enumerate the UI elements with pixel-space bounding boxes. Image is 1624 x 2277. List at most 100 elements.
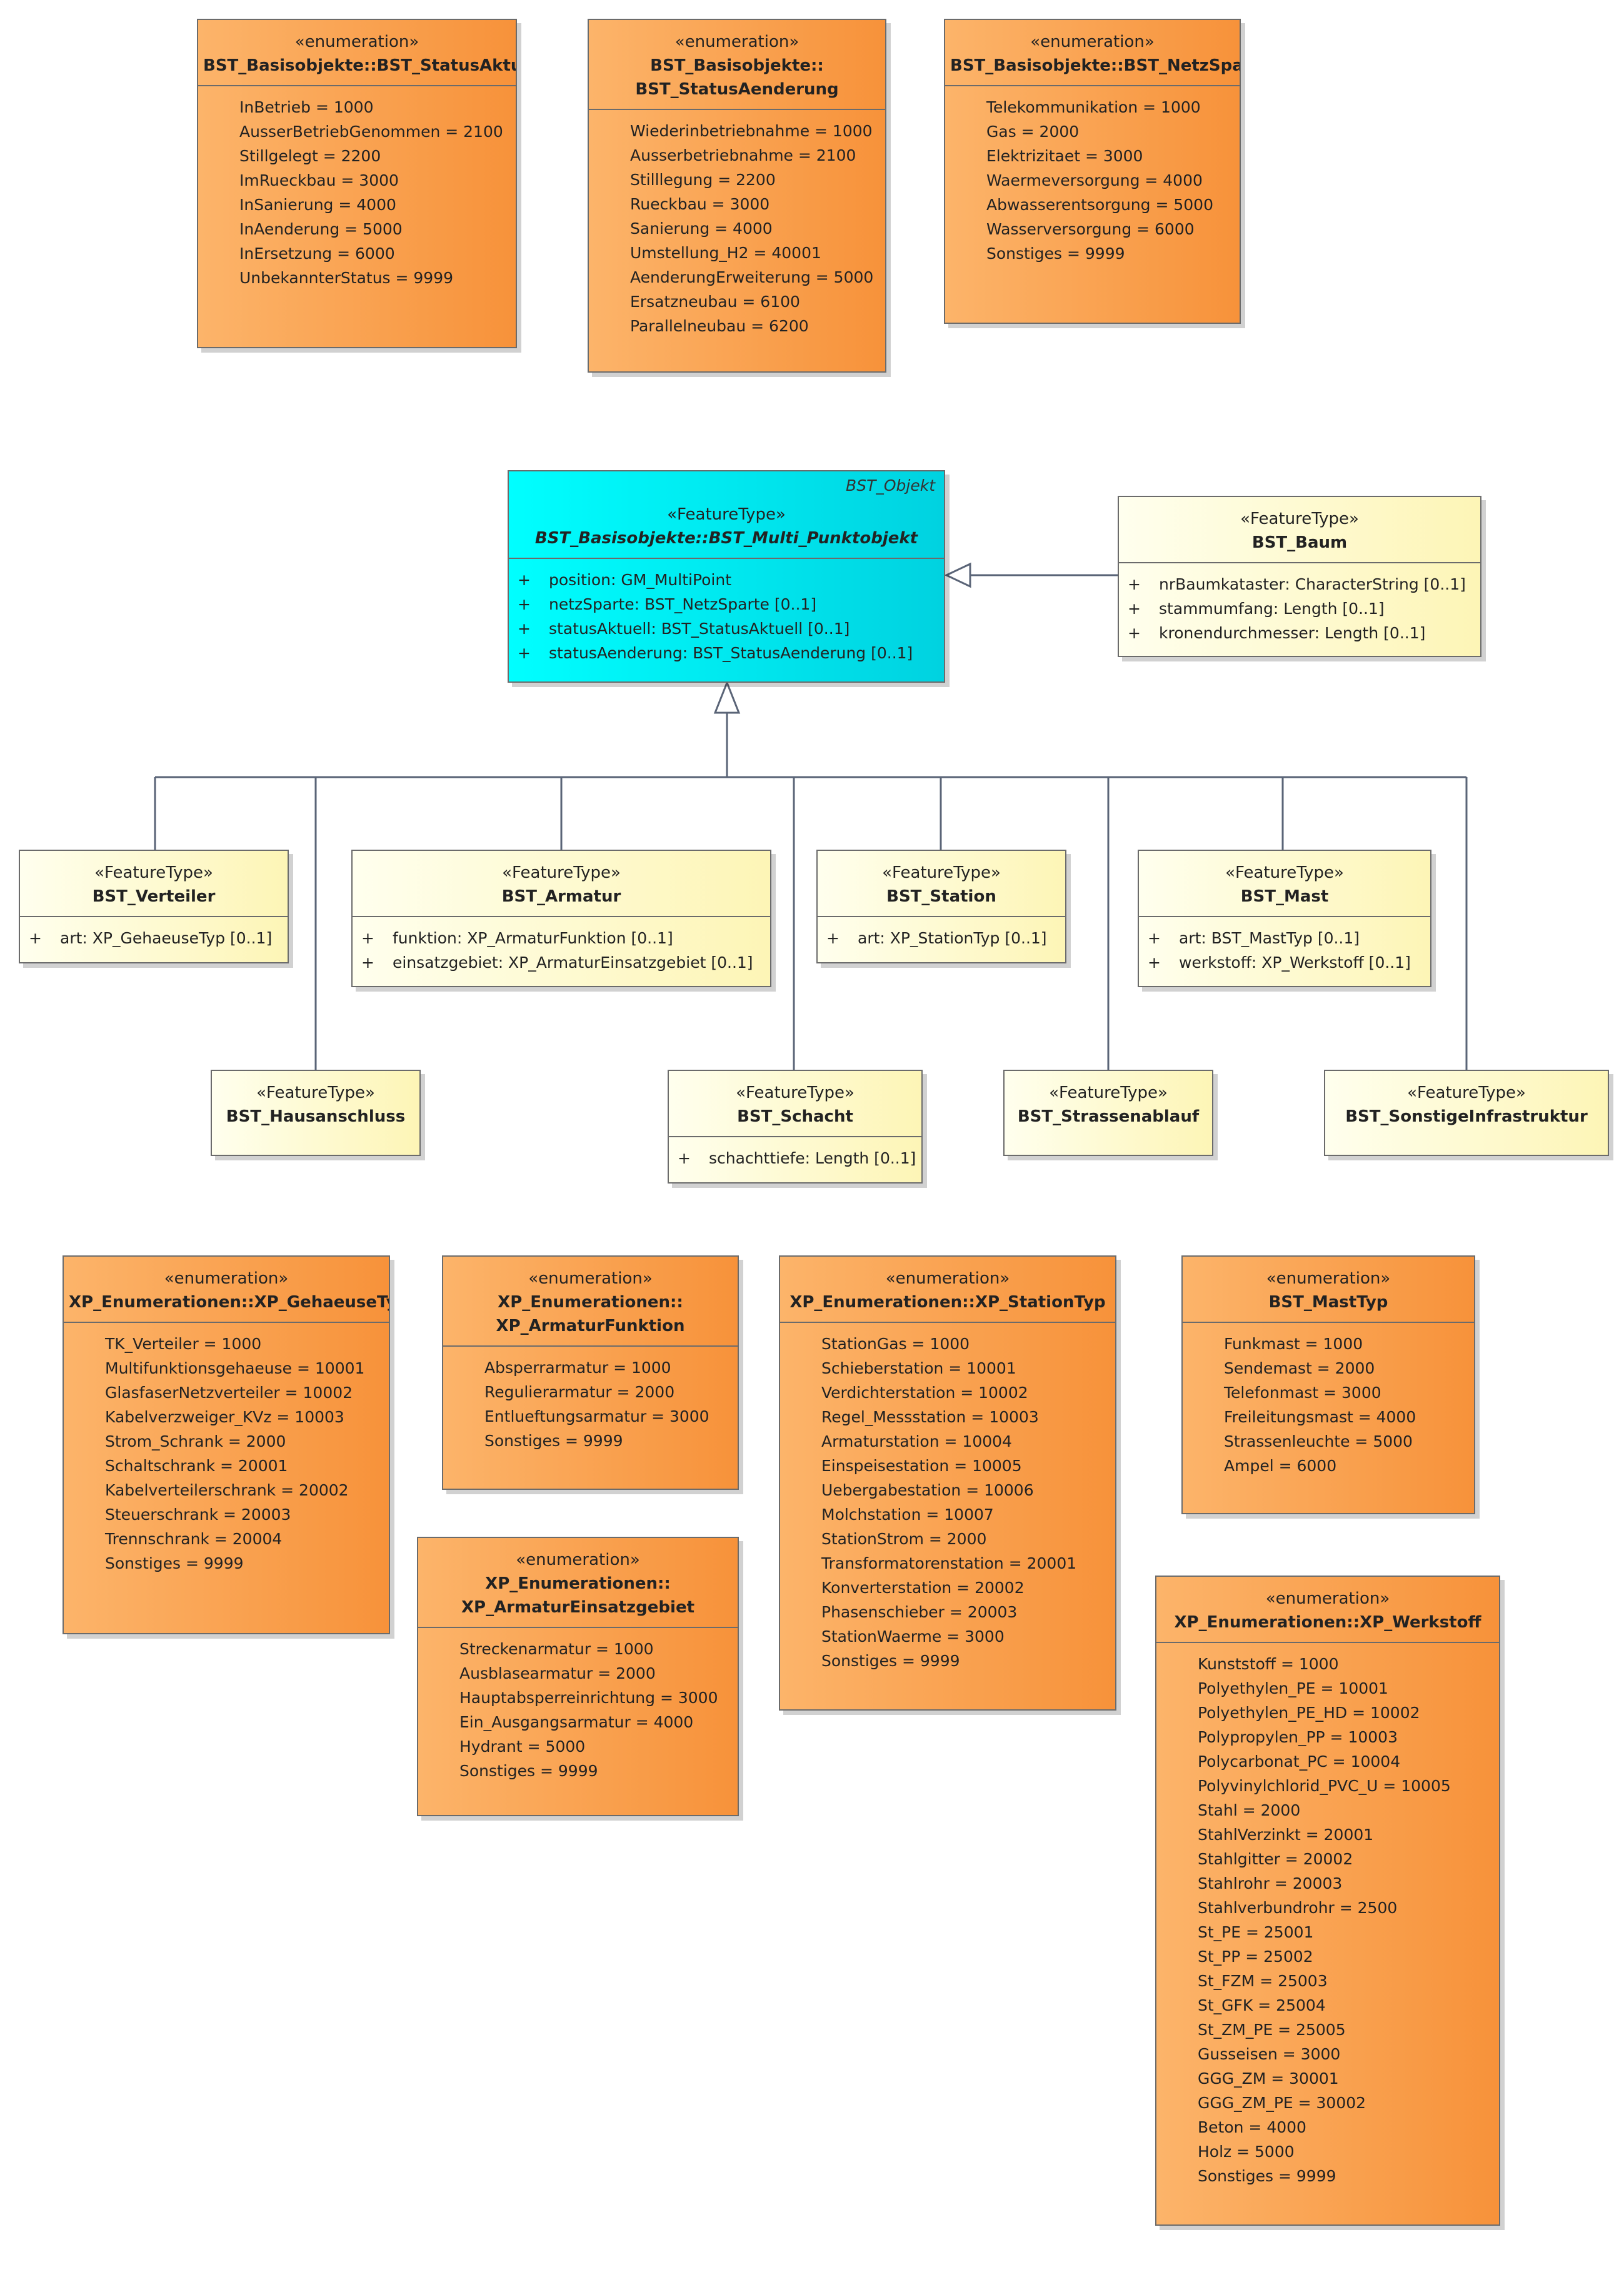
enum-literal: Kunststoff = 1000 bbox=[1198, 1655, 1339, 1673]
enum-literal: AusserBetriebGenommen = 2100 bbox=[239, 123, 503, 141]
enum-xp-armaturfunktion[interactable]: «enumeration» XP_Enumerationen:: XP_Arma… bbox=[442, 1255, 739, 1490]
attribute-row: +nrBaumkataster: CharacterString [0..1] bbox=[1119, 572, 1480, 596]
class-bst-armatur[interactable]: «FeatureType» BST_Armatur + funktion: XP_… bbox=[351, 850, 771, 987]
enum-literal: Polycarbonat_PC = 10004 bbox=[1198, 1752, 1401, 1771]
class-bst-hausanschluss[interactable]: «FeatureType» BST_Hausanschluss bbox=[211, 1070, 421, 1156]
enum-bst-netzsparte[interactable]: «enumeration» BST_Basisobjekte::BST_Netz… bbox=[944, 19, 1241, 324]
stereotype-label: «enumeration» bbox=[674, 33, 799, 51]
enum-xp-stationtyp[interactable]: «enumeration» XP_Enumerationen::XP_Stati… bbox=[779, 1255, 1116, 1711]
enum-literal: St_PE = 25001 bbox=[1198, 1923, 1314, 1941]
attribute-row: + art: XP_StationTyp [0..1] bbox=[818, 926, 1065, 950]
attribute-row: +stammumfang: Length [0..1] bbox=[1119, 596, 1480, 621]
attribute-row: + schachttiefe: Length [0..1] bbox=[669, 1146, 921, 1170]
enum-bst-statusaktuell[interactable]: «enumeration» BST_Basisobjekte::BST_Stat… bbox=[197, 19, 517, 348]
class-bst-mast[interactable]: «FeatureType» BST_Mast +art: BST_MastTyp… bbox=[1138, 850, 1431, 987]
enum-literal: Regel_Messstation = 10003 bbox=[821, 1408, 1039, 1426]
enum-literal: Wiederinbetriebnahme = 1000 bbox=[630, 122, 873, 140]
attribute-row: + funktion: XP_ArmaturFunktion [0..1] bbox=[353, 926, 770, 950]
visibility-marker: + bbox=[678, 1149, 691, 1167]
enum-literal: Entlueftungsarmatur = 3000 bbox=[484, 1407, 709, 1425]
generalization-arrowhead bbox=[713, 680, 741, 714]
enum-literal: Stilllegung = 2200 bbox=[630, 171, 776, 189]
attribute-row: +art: BST_MastTyp [0..1] bbox=[1139, 926, 1430, 950]
enum-literal: Schaltschrank = 20001 bbox=[105, 1457, 288, 1475]
enum-xp-gehaeusetyp[interactable]: «enumeration» XP_Enumerationen::XP_Gehae… bbox=[63, 1255, 390, 1634]
attribute-row: +netzSparte: BST_NetzSparte [0..1] bbox=[509, 592, 944, 616]
realization-arrowhead-baum bbox=[944, 562, 971, 588]
attribute-row: +einsatzgebiet: XP_ArmaturEinsatzgebiet … bbox=[353, 950, 770, 975]
attribute-text: stammumfang: Length [0..1] bbox=[1159, 600, 1385, 618]
enum-name: BST_Basisobjekte::BST_StatusAktuell bbox=[203, 56, 517, 75]
class-bst-multi-punktobjekt[interactable]: BST_Objekt «FeatureType» BST_Basisobjekt… bbox=[508, 470, 945, 683]
enum-literal: Waermeversorgung = 4000 bbox=[986, 171, 1203, 189]
attribute-text: art: XP_StationTyp [0..1] bbox=[858, 929, 1047, 947]
stereotype-label: «enumeration» bbox=[885, 1269, 1010, 1288]
stereotype-label: «FeatureType» bbox=[502, 863, 621, 882]
attribute-text: position: GM_MultiPoint bbox=[549, 571, 732, 589]
enum-literal: StationGas = 1000 bbox=[821, 1335, 970, 1353]
enum-literal: Sonstiges = 9999 bbox=[821, 1652, 960, 1670]
enum-xp-werkstoff[interactable]: «enumeration» XP_Enumerationen::XP_Werks… bbox=[1155, 1576, 1500, 2226]
attribute-row: +werkstoff: XP_Werkstoff [0..1] bbox=[1139, 950, 1430, 975]
stereotype-label: «enumeration» bbox=[1030, 33, 1155, 51]
enum-literal: Telekommunikation = 1000 bbox=[986, 98, 1201, 116]
stereotype-label: «FeatureType» bbox=[256, 1083, 375, 1102]
class-bst-verteiler[interactable]: «FeatureType» BST_Verteiler +art: XP_Geh… bbox=[19, 850, 289, 963]
enum-literal: GGG_ZM = 30001 bbox=[1198, 2069, 1339, 2088]
enum-literal: Gusseisen = 3000 bbox=[1198, 2045, 1341, 2063]
attribute-row: +kronendurchmesser: Length [0..1] bbox=[1119, 621, 1480, 645]
enum-literal: Ausserbetriebnahme = 2100 bbox=[630, 146, 856, 164]
visibility-marker: + bbox=[826, 929, 840, 947]
enum-literal: Uebergabestation = 10006 bbox=[821, 1481, 1034, 1499]
enum-literal: TK_Verteiler = 1000 bbox=[105, 1335, 262, 1353]
enum-literal: GlasfaserNetzverteiler = 10002 bbox=[105, 1384, 353, 1402]
attribute-text: funktion: XP_ArmaturFunktion [0..1] bbox=[393, 929, 673, 947]
enum-literal: Ampel = 6000 bbox=[1224, 1457, 1337, 1475]
enum-literal: StationStrom = 2000 bbox=[821, 1530, 987, 1548]
class-name: BST_Verteiler bbox=[92, 887, 216, 906]
enum-name: BST_MastTyp bbox=[1268, 1293, 1388, 1312]
enum-literal: St_PP = 25002 bbox=[1198, 1948, 1313, 1966]
stereotype-label: «FeatureType» bbox=[1225, 863, 1344, 882]
class-bst-sonstigeinfrastruktur[interactable]: «FeatureType» BST_SonstigeInfrastruktur bbox=[1324, 1070, 1609, 1156]
class-name: BST_Basisobjekte::BST_Multi_Punktobjekt bbox=[534, 529, 918, 548]
enum-name: XP_Enumerationen::XP_StationTyp bbox=[789, 1293, 1106, 1312]
enum-literal: Sendemast = 2000 bbox=[1224, 1359, 1375, 1377]
enum-literal: Beton = 4000 bbox=[1198, 2118, 1306, 2136]
enum-literal: Kabelverteilerschrank = 20002 bbox=[105, 1481, 349, 1499]
visibility-marker: + bbox=[361, 929, 374, 947]
enum-name-line-1: XP_Enumerationen:: bbox=[485, 1574, 671, 1593]
enum-literal: Sonstiges = 9999 bbox=[986, 244, 1125, 263]
enum-literal: Phasenschieber = 20003 bbox=[821, 1603, 1018, 1621]
class-bst-strassenablauf[interactable]: «FeatureType» BST_Strassenablauf bbox=[1003, 1070, 1213, 1156]
enum-literal: Regulierarmatur = 2000 bbox=[484, 1383, 675, 1401]
enum-bst-masttyp[interactable]: «enumeration» BST_MastTyp Funkmast = 100… bbox=[1181, 1255, 1475, 1514]
enum-bst-statusaenderung[interactable]: «enumeration» BST_Basisobjekte:: BST_Sta… bbox=[588, 19, 886, 373]
enum-literal: Funkmast = 1000 bbox=[1224, 1335, 1363, 1353]
stereotype-label: «enumeration» bbox=[516, 1551, 640, 1569]
class-bst-station[interactable]: «FeatureType» BST_Station +art: XP_Stati… bbox=[816, 850, 1066, 963]
enum-xp-armatureinsatzgebiet[interactable]: «enumeration» XP_Enumerationen:: XP_Arma… bbox=[417, 1537, 739, 1816]
enum-literal: Verdichterstation = 10002 bbox=[821, 1384, 1028, 1402]
stereotype-label: «FeatureType» bbox=[667, 505, 786, 524]
enum-literal: InBetrieb = 1000 bbox=[239, 98, 374, 116]
enum-literal: InAenderung = 5000 bbox=[239, 220, 403, 238]
class-bst-schacht[interactable]: «FeatureType» BST_Schacht +schachttiefe:… bbox=[668, 1070, 923, 1184]
class-bst-baum[interactable]: «FeatureType» BST_Baum +nrBaumkataster: … bbox=[1118, 496, 1481, 657]
enum-literal: Parallelneubau = 6200 bbox=[630, 317, 809, 335]
enum-literal: UnbekannterStatus = 9999 bbox=[239, 269, 454, 287]
enum-literal: Hydrant = 5000 bbox=[459, 1737, 586, 1756]
enum-literal: Polyethylen_PE = 10001 bbox=[1198, 1679, 1388, 1697]
enum-literal: Armaturstation = 10004 bbox=[821, 1432, 1012, 1450]
visibility-marker: + bbox=[518, 571, 531, 589]
attribute-text: statusAenderung: BST_StatusAenderung [0.… bbox=[549, 644, 913, 662]
enum-literal: Holz = 5000 bbox=[1198, 2143, 1295, 2161]
class-name: BST_Armatur bbox=[501, 887, 621, 906]
attribute-text: schachttiefe: Length [0..1] bbox=[709, 1149, 916, 1167]
attribute-text: art: BST_MastTyp [0..1] bbox=[1179, 929, 1360, 947]
attribute-text: einsatzgebiet: XP_ArmaturEinsatzgebiet [… bbox=[393, 953, 753, 972]
enum-literal: Ausblasearmatur = 2000 bbox=[459, 1664, 656, 1682]
attribute-row: +art: XP_GehaeuseTyp [0..1] bbox=[20, 926, 288, 950]
